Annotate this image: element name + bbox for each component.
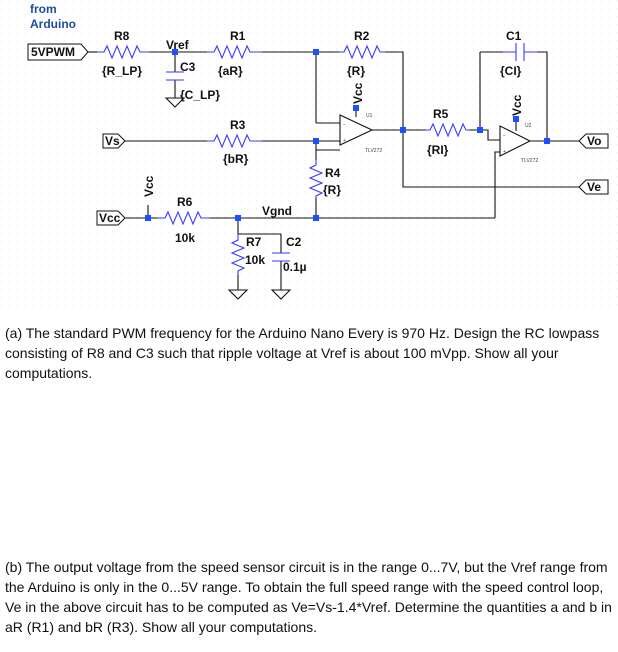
r7-value: 10k [245,253,265,267]
source-label-line2: Arduino [30,17,76,31]
port-vcc: Vcc [96,210,126,226]
capacitor-c3: C3 {C_LP} [166,60,220,102]
port-vs-label: Vs [105,134,120,148]
net-vcc-u1-label: Vcc [351,82,365,104]
resistor-r7: R7 10k [230,234,265,275]
opamp-u1: − + U1 TLV272 [339,113,382,154]
net-vcc-u2-label: Vcc [510,94,524,116]
c1-value: {CI} [500,64,522,78]
port-vo: Vo [578,133,609,149]
resistor-r6: R6 10k [158,195,210,245]
svg-text:+: + [343,138,346,144]
svg-text:−: − [343,122,346,128]
u1-part: TLV272 [365,148,382,154]
net-vref-label: Vref [166,38,190,52]
junction-dots [145,49,550,221]
ground-c2 [270,289,292,300]
u2-name: U2 [525,123,532,129]
circuit-schematic: from Arduino [0,0,618,310]
c3-name: C3 [180,60,196,74]
capacitor-c1: C1 {CI} [500,29,537,78]
svg-text:−: − [503,133,506,139]
u2-part: TLV272 [521,158,538,164]
capacitor-c2: C2 0.1µ [272,235,307,274]
u1-name: U1 [366,113,373,119]
r4-name: R4 [325,166,341,180]
resistor-r8: R8 {R_LP} [97,29,149,78]
port-pwm-label: 5VPWM [31,45,75,59]
resistor-r1: R1 {aR} [207,29,262,78]
r5-name: R5 [433,107,449,121]
resistor-r4: R4 {R} [308,160,341,198]
r1-value: {aR} [218,64,243,78]
question-a: (a) The standard PWM frequency for the A… [5,325,600,381]
r6-name: R6 [177,195,193,209]
r2-name: R2 [354,29,370,43]
r5-value: {RI} [427,143,449,157]
r3-value: {bR} [223,152,249,166]
r2-value: {R} [347,64,365,78]
question-b: (b) The output voltage from the speed se… [5,559,612,635]
port-ve-label: Ve [587,180,601,194]
grid-background [0,0,618,310]
c3-value: {C_LP} [180,88,220,102]
port-vo-label: Vo [587,134,601,148]
net-vcc-r6-label: Vcc [142,175,156,197]
r7-name: R7 [246,235,262,249]
r8-value: {R_LP} [102,64,142,78]
source-label-line1: from [30,2,57,16]
port-pwm: 5VPWM [27,43,89,61]
ground-c3 [164,97,186,108]
ground-symbols [164,97,292,300]
resistor-r2: R2 {R} [339,29,385,78]
r8-name: R8 [114,29,130,43]
c2-name: C2 [286,235,302,249]
r6-value: 10k [175,231,195,245]
net-vgnd-label: Vgnd [262,204,292,218]
svg-text:+: + [503,149,506,155]
port-vs: Vs [102,133,126,149]
resistor-r3: R3 {bR} [207,118,262,166]
c1-name: C1 [506,29,522,43]
resistor-r5: R5 {RI} [425,107,469,157]
r1-name: R1 [230,29,246,43]
opamp-u2: − + U2 TLV272 [499,123,538,164]
port-vcc-label: Vcc [99,211,121,225]
r4-value: {R} [323,183,341,197]
port-ve: Ve [578,179,609,195]
r3-name: R3 [230,118,246,132]
c2-value: 0.1µ [283,260,307,274]
ground-r7 [227,289,249,300]
